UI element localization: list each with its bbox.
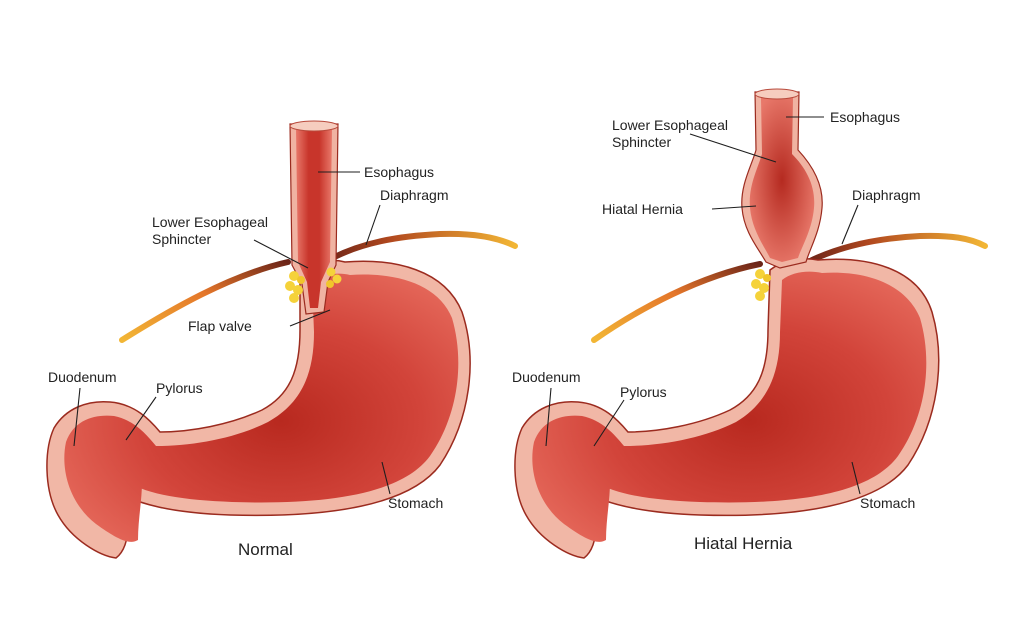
- label-flap-valve-normal: Flap valve: [188, 318, 252, 334]
- label-duodenum-normal: Duodenum: [48, 369, 117, 385]
- hernia-anatomy: [514, 88, 988, 559]
- label-les-line1-hernia: Lower Esophageal: [612, 117, 728, 133]
- fat-pad-right-normal: [326, 267, 342, 288]
- label-hiatal-hernia: Hiatal Hernia: [602, 201, 683, 217]
- leader-hiatal-hernia: [711, 205, 757, 210]
- fat-pad-left-normal: [285, 271, 305, 303]
- leader-diaphragm-normal: [365, 204, 381, 246]
- diaphragm-right-normal: [322, 230, 518, 265]
- hernia-bulge-lumen: [749, 98, 815, 262]
- label-les-line2-normal: Sphincter: [152, 231, 211, 247]
- fat-pad-hernia: [751, 269, 771, 301]
- label-duodenum-hernia: Duodenum: [512, 369, 581, 385]
- diaphragm-left-normal: [119, 259, 291, 343]
- leader-pylorus-normal: [125, 396, 157, 441]
- leader-diaphragm-hernia: [841, 204, 859, 245]
- caption-hernia: Hiatal Hernia: [694, 534, 793, 553]
- label-les-line1-normal: Lower Esophageal: [152, 214, 268, 230]
- label-pylorus-normal: Pylorus: [156, 380, 203, 396]
- leader-les-normal: [253, 239, 309, 269]
- diaphragm-left-hernia: [591, 261, 763, 343]
- labels-hernia: Esophagus Lower Esophageal Sphincter Hia…: [512, 109, 920, 553]
- esophagus-lumen-normal: [296, 130, 332, 308]
- leader-stomach-normal: [381, 461, 391, 495]
- labels-normal: Esophagus Diaphragm Lower Esophageal Sph…: [48, 164, 448, 559]
- label-stomach-normal: Stomach: [388, 495, 443, 511]
- label-pylorus-hernia: Pylorus: [620, 384, 667, 400]
- leader-lines: [73, 116, 861, 495]
- leader-les-hernia: [689, 133, 777, 163]
- leader-duodenum-hernia: [545, 387, 552, 447]
- caption-normal: Normal: [238, 540, 293, 559]
- stomach-lumen-hernia: [532, 271, 927, 542]
- normal-anatomy: [46, 120, 518, 559]
- esophagus-opening-hernia: [754, 88, 800, 100]
- leader-stomach-hernia: [851, 461, 861, 495]
- label-esophagus-normal: Esophagus: [364, 164, 434, 180]
- label-stomach-hernia: Stomach: [860, 495, 915, 511]
- leader-duodenum-normal: [73, 387, 81, 447]
- esophagus-opening-normal: [289, 120, 339, 132]
- label-les-line2-hernia: Sphincter: [612, 134, 671, 150]
- label-esophagus-hernia: Esophagus: [830, 109, 900, 125]
- leader-flap-valve-normal: [289, 309, 331, 327]
- leader-pylorus-hernia: [593, 399, 625, 447]
- label-diaphragm-normal: Diaphragm: [380, 187, 448, 203]
- stomach-lumen-normal: [64, 273, 459, 542]
- diaphragm-right-hernia: [805, 232, 988, 265]
- label-diaphragm-hernia: Diaphragm: [852, 187, 920, 203]
